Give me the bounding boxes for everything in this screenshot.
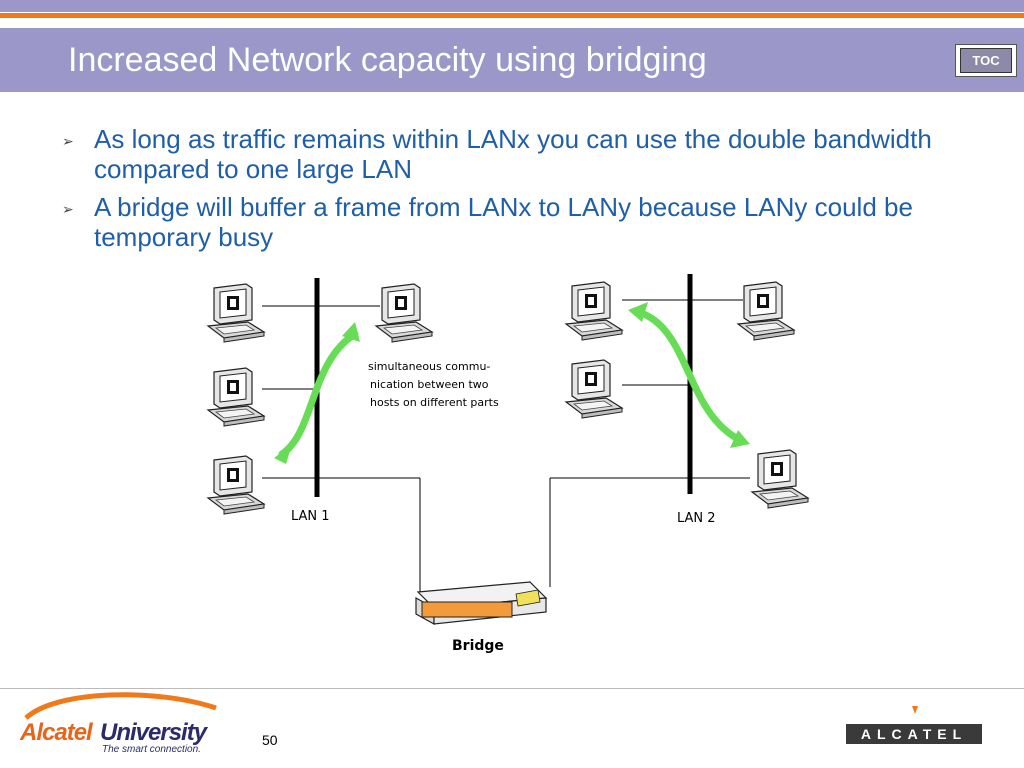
host-computer-icon xyxy=(207,367,265,427)
svg-text:Alcatel: Alcatel xyxy=(19,719,94,746)
toc-button[interactable]: TOC xyxy=(955,44,1017,77)
host-computer-icon xyxy=(565,281,623,341)
host-computer-icon xyxy=(375,283,433,343)
bullet-arrow-icon: ➢ xyxy=(62,201,74,217)
bullet-text: As long as traffic remains within LANx y… xyxy=(94,124,932,184)
lan1-label: LAN 1 xyxy=(291,509,330,524)
bullet-text: A bridge will buffer a frame from LANx t… xyxy=(94,192,913,252)
top-stripe xyxy=(0,0,1024,12)
title-bar xyxy=(0,28,1024,92)
toc-button-label: TOC xyxy=(960,48,1012,73)
bridge-diagram: simultaneous commu- nication between two… xyxy=(207,274,809,654)
host-computer-icon xyxy=(207,283,265,343)
bullet-arrow-icon: ➢ xyxy=(62,133,74,149)
svg-text:University: University xyxy=(100,719,209,746)
bullet-list: ➢ As long as traffic remains within LANx… xyxy=(62,124,962,260)
footer-divider xyxy=(0,688,1024,689)
host-computer-icon xyxy=(565,359,623,419)
annotation-line: simultaneous commu- xyxy=(368,360,490,373)
annotation-line: hosts on different parts xyxy=(370,396,499,409)
annotation-line: nication between two xyxy=(370,378,489,391)
bridge-device-icon xyxy=(415,581,548,626)
slide-title: Increased Network capacity using bridgin… xyxy=(68,41,707,79)
bullet-item: ➢ A bridge will buffer a frame from LANx… xyxy=(62,192,962,252)
host-computer-icon xyxy=(207,455,265,515)
traffic-arrow-lan2 xyxy=(634,308,744,444)
page-number: 50 xyxy=(262,732,278,748)
top-accent-stripe xyxy=(0,13,1024,18)
alcatel-university-logo: Alcatel University The smart connection. xyxy=(19,692,217,755)
host-computer-icon xyxy=(751,449,809,509)
alcatel-logo-text: ALCATEL xyxy=(861,726,967,742)
host-computer-icon xyxy=(737,281,795,341)
bridge-label: Bridge xyxy=(452,638,504,654)
bullet-item: ➢ As long as traffic remains within LANx… xyxy=(62,124,962,184)
traffic-arrow-lan1 xyxy=(278,330,359,458)
lan2-label: LAN 2 xyxy=(677,511,716,526)
alcatel-logo: ALCATEL xyxy=(846,706,982,744)
logo-tagline: The smart connection. xyxy=(102,744,201,755)
